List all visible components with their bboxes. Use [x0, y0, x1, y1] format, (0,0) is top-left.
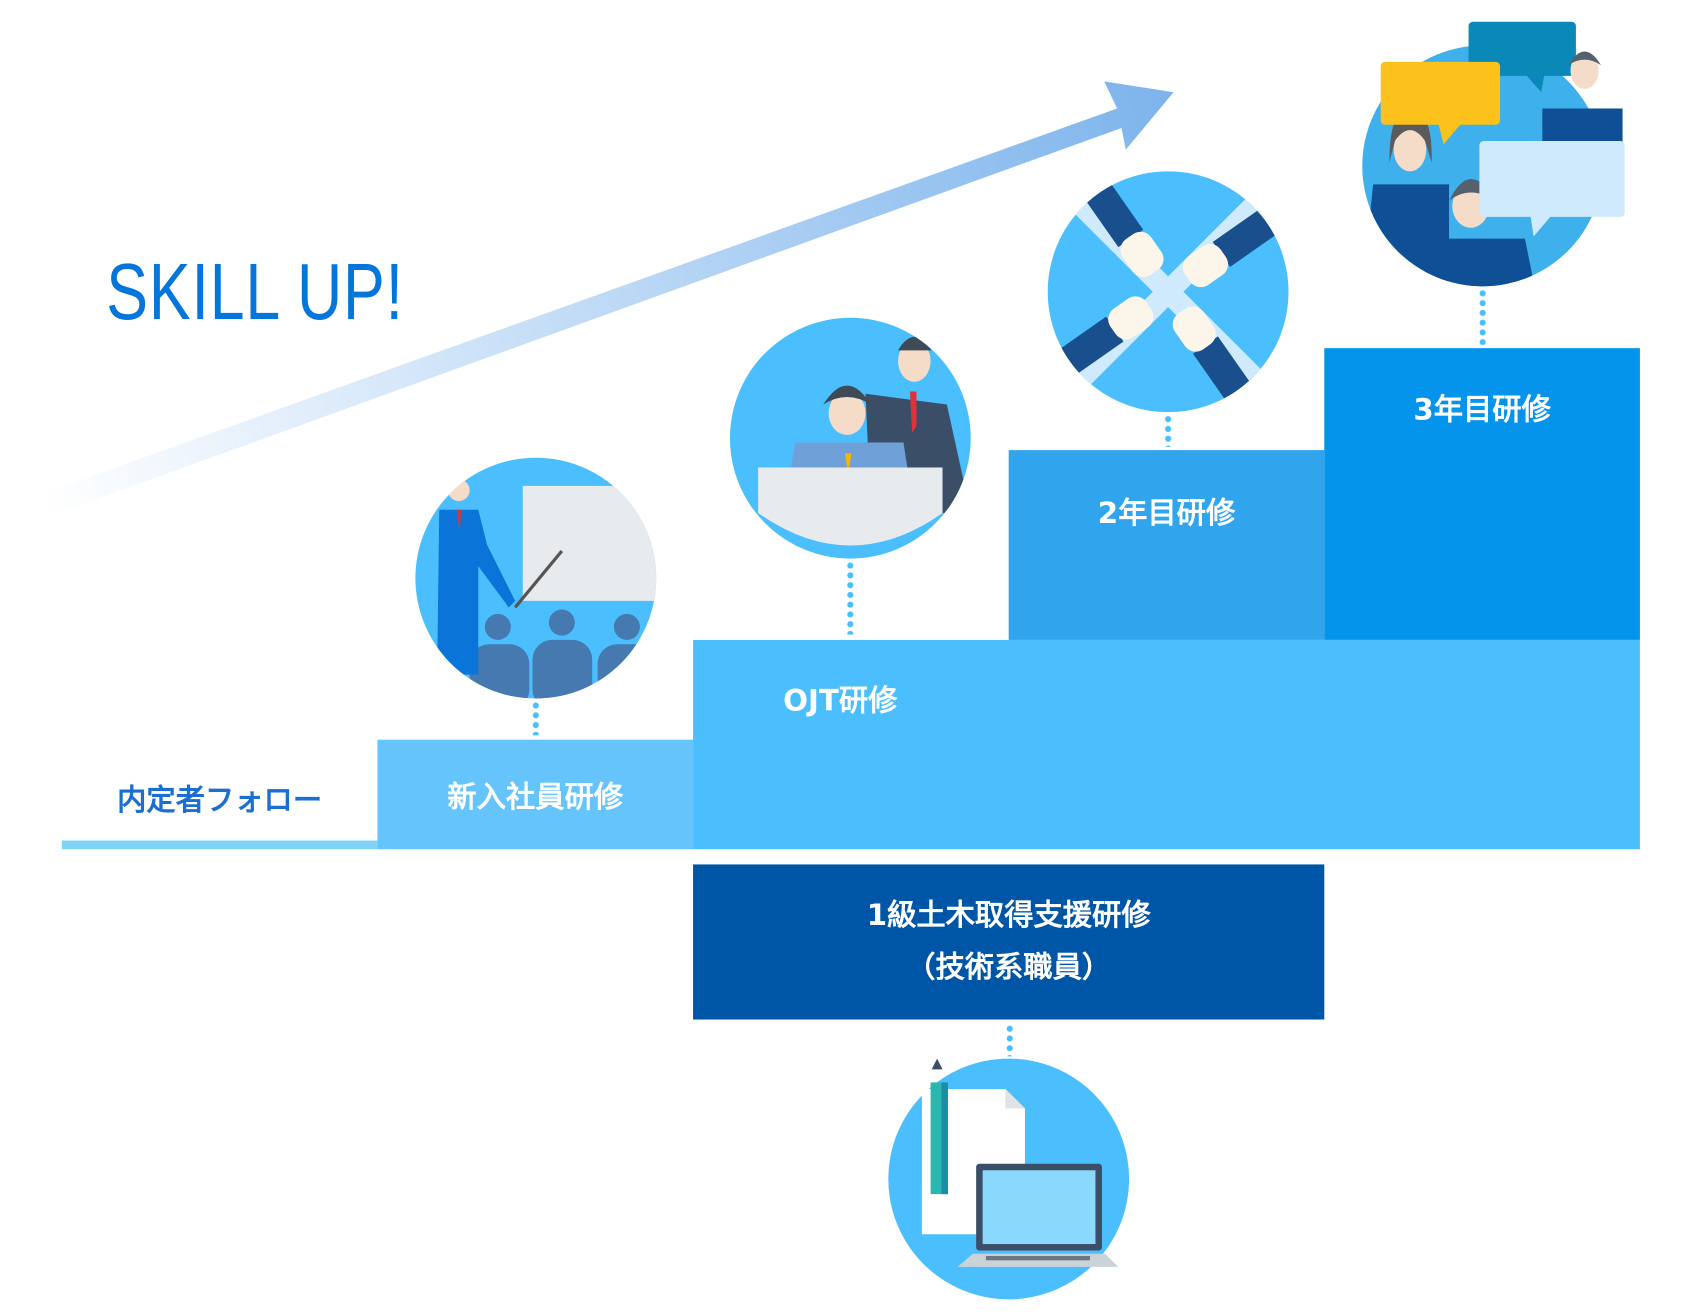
step-2nd-year-label: 2年目研修: [1097, 496, 1236, 531]
connector-dots: [532, 700, 540, 736]
connector-dots: [847, 560, 854, 635]
ojt-illustration-icon: [729, 317, 971, 559]
presentation-illustration-icon: [415, 457, 657, 699]
step-ojt-label: OJT研修: [783, 684, 898, 719]
discussion-illustration-icon: [1362, 21, 1625, 287]
connector-dots: [1164, 414, 1172, 447]
support-line2: （技術系職員）: [906, 950, 1112, 985]
step-ojt: OJT研修: [693, 639, 1640, 850]
step-follow-label: 内定者フォロー: [117, 784, 323, 818]
step-3rd-year: 3年目研修: [1324, 348, 1640, 640]
growth-arrow-icon: [43, 81, 1174, 516]
step-new-employee-label: 新入社員研修: [447, 780, 624, 815]
teamwork-hands-illustration-icon: [1047, 171, 1289, 413]
connector-dots: [1479, 288, 1486, 345]
step-new-employee: 新入社員研修: [377, 739, 694, 850]
study-laptop-illustration-icon: [888, 1058, 1130, 1300]
headline: SKILL UP!: [106, 246, 404, 337]
support-training: 1級土木取得支援研修 （技術系職員）: [693, 864, 1325, 1020]
step-3rd-year-label: 3年目研修: [1413, 393, 1551, 428]
follow-baseline: [61, 840, 378, 850]
step-2nd-year: 2年目研修: [1008, 450, 1325, 640]
connector-dots: [1006, 1023, 1014, 1057]
support-line1: 1級土木取得支援研修: [866, 898, 1151, 933]
